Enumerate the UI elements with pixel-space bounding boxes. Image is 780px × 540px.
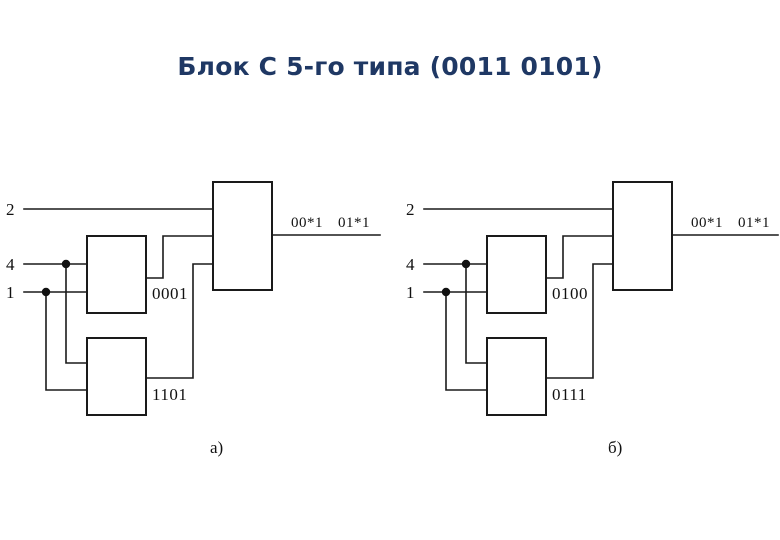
diagram-b-caption: б) [608,438,622,457]
diagram-a-input-4-label: 4 [6,255,15,274]
diagram-a-wire-upper-to-output [145,235,214,279]
diagram-b-output-label-left: 00*1 [691,215,723,231]
diagram-a-upper-block[interactable] [86,235,147,314]
diagram-a-junction-dot-input-4 [61,259,71,269]
diagram-b-upper-block[interactable] [486,235,547,314]
diagram-a-wire-input-4-branch [65,263,88,364]
diagram-b-output-block[interactable] [612,181,673,291]
diagram-a-lower-block-code: 1101 [152,385,187,404]
diagram-a-wire-lower-to-output [145,263,214,379]
diagram-b-wire-lower-to-output [545,263,614,379]
diagram-a-input-1-label: 1 [6,283,15,302]
diagram-a-lower-block[interactable] [86,337,147,416]
diagram-a-output-label-right: 01*1 [338,215,370,231]
diagram-b: 2 4 1 0100 0111 00*1 01*1 б) [406,181,779,457]
diagram-b-upper-block-code: 0100 [552,284,588,303]
diagram-b-lower-block-code: 0111 [552,385,587,404]
diagram-a-junction-dot-input-1 [41,287,51,297]
diagram-b-lower-block[interactable] [486,337,547,416]
diagram-b-output-label-right: 01*1 [738,215,770,231]
diagram-a-upper-block-code: 0001 [152,284,188,303]
diagram-b-input-2-label: 2 [406,200,415,219]
diagram-b-junction-dot-input-1 [441,287,451,297]
diagram-b-input-1-label: 1 [406,283,415,302]
diagram-a-input-2-label: 2 [6,200,15,219]
diagram-a-caption: а) [210,438,223,457]
diagram-b-wire-input-1-branch [445,291,488,391]
diagram-a: 2 4 1 0001 1101 [6,181,381,457]
diagram-a-wire-input-1-branch [45,291,88,391]
page-title: Блок С 5-го типа (0011 0101) [177,52,603,81]
diagram-a-output-block[interactable] [212,181,273,291]
diagram-b-junction-dot-input-4 [461,259,471,269]
diagram-b-wire-input-4-branch [465,263,488,364]
diagram-b-input-4-label: 4 [406,255,415,274]
diagram-b-wire-upper-to-output [545,235,614,279]
diagram-a-output-label-left: 00*1 [291,215,323,231]
